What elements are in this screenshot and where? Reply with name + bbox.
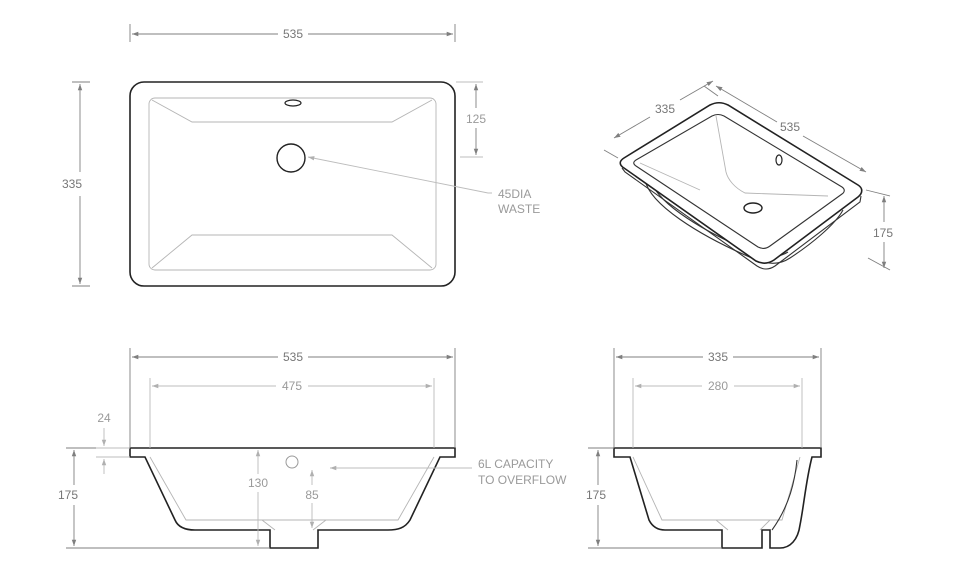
iso-inner-bowl xyxy=(633,113,845,249)
front-inner-width-label: 475 xyxy=(282,379,302,393)
basin-top-slope-back xyxy=(151,99,433,123)
capacity-note-line2: TO OVERFLOW xyxy=(478,473,567,487)
waste-note-line2: WASTE xyxy=(498,202,540,216)
basin-top-slope-front xyxy=(151,234,433,269)
waste-offset-label: 125 xyxy=(466,112,486,126)
iso-rim-edge xyxy=(621,167,862,270)
top-view: 45DIA WASTE 535 335 125 xyxy=(62,24,540,287)
front-waste-neck xyxy=(261,519,327,531)
iso-width-dim-left xyxy=(715,85,778,123)
capacity-note-line1: 6L CAPACITY xyxy=(478,457,553,471)
iso-depth-ext-left xyxy=(603,149,619,159)
side-inner-width-label: 280 xyxy=(708,379,728,393)
iso-depth-ext-right xyxy=(703,85,719,97)
side-basin-inner xyxy=(632,456,801,521)
iso-waste-hole xyxy=(743,202,763,214)
basin-top-outline xyxy=(129,81,456,287)
waste-leader-line xyxy=(307,156,492,194)
front-outer-width-label: 535 xyxy=(283,350,303,364)
side-outer-width-label: 335 xyxy=(708,350,728,364)
iso-overflow-slot xyxy=(775,154,783,166)
side-basin-body xyxy=(613,447,822,549)
front-overflow-height-label: 130 xyxy=(248,476,268,490)
front-overflow-hole xyxy=(285,455,299,469)
iso-height-ext-bottom xyxy=(867,257,891,271)
iso-inner-slope-2 xyxy=(639,162,701,191)
waste-note-line1: 45DIA xyxy=(498,187,531,201)
front-basin-inner xyxy=(149,456,435,521)
iso-depth-label: 335 xyxy=(655,102,675,116)
front-basin-body xyxy=(129,447,456,549)
iso-view: 335 535 175 xyxy=(603,80,893,271)
side-view: 335 280 175 xyxy=(586,348,822,549)
front-height-label: 175 xyxy=(58,488,78,502)
overflow-slot xyxy=(284,99,302,107)
basin-top-inner-bowl xyxy=(148,97,437,271)
iso-depth-dim-right xyxy=(679,80,714,101)
iso-height-ext-top xyxy=(865,189,891,197)
top-height-label: 335 xyxy=(62,177,82,191)
side-height-label: 175 xyxy=(586,488,606,502)
front-rim-label: 24 xyxy=(97,411,111,425)
side-waste-neck xyxy=(715,519,771,531)
waste-hole xyxy=(276,143,306,173)
iso-depth-dim-left xyxy=(613,116,651,139)
iso-inner-slope xyxy=(715,115,829,197)
side-overflow-channel xyxy=(771,459,798,531)
front-capacity-height-label: 85 xyxy=(305,488,319,502)
iso-width-dim-right xyxy=(802,135,867,173)
iso-height-label: 175 xyxy=(873,226,893,240)
front-view: 6L CAPACITY TO OVERFLOW 535 475 24 175 1… xyxy=(58,348,567,549)
iso-width-label: 535 xyxy=(780,120,800,134)
top-width-label: 535 xyxy=(283,27,303,41)
